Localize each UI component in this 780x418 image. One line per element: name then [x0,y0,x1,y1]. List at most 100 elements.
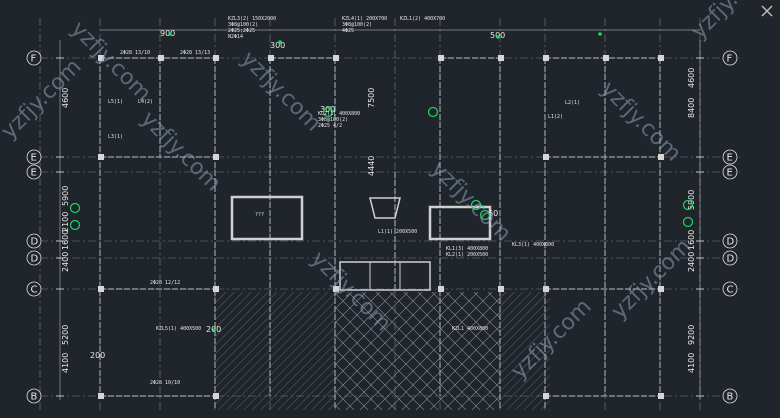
axis-bubble-left [26,50,42,66]
hatched-region-right [500,292,550,410]
annotation-note: KZL1(2) 400X700 [400,16,445,22]
core-box-right [428,205,492,241]
column [658,393,664,399]
column [603,55,609,61]
axis-bubble-right [722,281,738,297]
shaft-outline [369,197,401,219]
annotation-note: L2(1) [565,100,580,106]
dim-bottom: 60 [488,209,498,218]
annotation-note: KZL1 400X800 [452,326,488,332]
dim-bottom: 200 [90,351,105,360]
axis-bubble-left [26,250,42,266]
watermark-text: yzfjy.com [596,77,686,167]
annotation-note: 2Φ28 13/13 [180,50,210,56]
green-marker [69,202,81,214]
dim-left: 2400 [61,252,70,272]
dim-right: 4600 [687,68,696,88]
annotation-note: L5(1) [108,99,123,105]
dim-top: 300 [270,41,285,50]
axis-label-right: E [727,153,733,164]
axis-label-left: D [31,254,39,265]
dim-right: 8400 [687,98,696,118]
green-dot [278,40,282,44]
annotation-note: 3Φ8@100(2) [228,22,258,28]
column [98,286,104,292]
column [543,393,549,399]
annotation-note: L1(2) [548,114,563,120]
dim-left: 4100 [61,353,70,373]
green-dot [328,106,332,110]
annotation-note: 3Φ8@100(2) [342,22,372,28]
annotation-note: L4(2) [138,99,153,105]
annotation-note: 2Φ28 12/12 [150,280,180,286]
dim-left: 4600 [61,88,70,108]
dim-top: 300 [320,105,335,114]
column [213,55,219,61]
green-marker [322,106,334,118]
axis-label-left: F [31,54,37,65]
annotation-note: 2Φ28 10/10 [150,380,180,386]
column [98,55,104,61]
axis-bubble-left [26,388,42,404]
axis-bubble-right [722,233,738,249]
hatched-region-core [335,292,500,410]
hatched-region-left [215,292,335,410]
watermark-text: yzfjy.com [136,107,226,197]
column [158,55,164,61]
annotation-note: L3(1) [108,134,123,140]
axis-bubble-left [26,149,42,165]
green-dot [496,35,500,39]
dim-right: 9200 [687,325,696,345]
axis-label-left: C [31,285,38,296]
column [333,55,339,61]
axis-label-left: D [31,237,39,248]
annotation-note: KL2(1) 400X800 [318,111,360,117]
annotation-note: KZL4(1) 200X700 [342,16,387,22]
dim-left: 1600 [61,230,70,250]
column [213,286,219,292]
axis-bubble-left [26,281,42,297]
axis-label-right: D [727,254,735,265]
elevator-box [339,261,431,291]
annotation-note: KZL5(1) 400X500 [156,326,201,332]
column [213,154,219,160]
dim-center: 7500 [367,88,376,108]
column [543,55,549,61]
axis-label-right: E [727,168,733,179]
dim-right: 4100 [687,353,696,373]
dim-right: 5900 [687,190,696,210]
close-icon[interactable] [760,4,774,18]
axis-bubble-right [722,388,738,404]
axis-label-left: E [31,168,37,179]
axis-label-right: B [727,392,734,403]
axis-bubble-right [722,50,738,66]
annotation-note: 4Φ25 [342,28,354,34]
column [98,154,104,160]
axis-label-left: E [31,153,37,164]
green-marker [682,216,694,228]
annotation-note: L1(1) 200X500 [378,229,417,235]
axis-label-right: C [727,285,734,296]
green-dot [168,32,172,36]
green-marker [69,219,81,231]
column [438,55,444,61]
column [438,286,444,292]
green-dot [212,328,216,332]
dim-center: 4440 [367,156,376,176]
dim-left: 2100 [61,212,70,232]
column [658,286,664,292]
column [98,393,104,399]
dim-right: 2400 [687,252,696,272]
column [658,154,664,160]
axis-label-left: B [31,392,38,403]
green-marker [427,106,439,118]
column [543,286,549,292]
green-marker [479,209,491,221]
axis-bubble-right [722,250,738,266]
green-dot [598,32,602,36]
annotation-note: N2Φ14 [228,34,243,40]
annotation-note: KL1(3) 400X800 [446,246,488,252]
axis-label-right: F [727,54,733,65]
